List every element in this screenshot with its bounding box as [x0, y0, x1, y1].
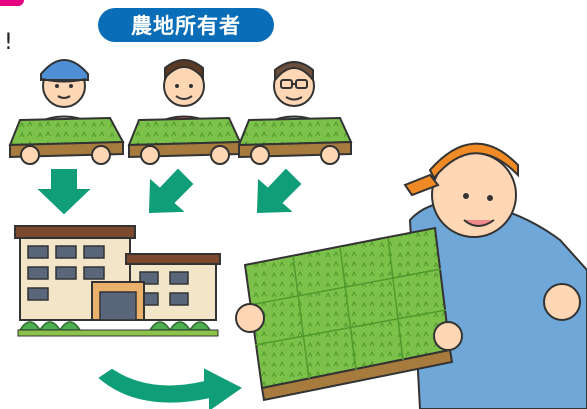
- office-building: [14, 225, 221, 337]
- arrow-owner-3-to-building: [256, 168, 302, 214]
- farmer-head: [403, 142, 519, 238]
- arrow-building-to-farmer: [98, 368, 242, 409]
- farmer: [403, 142, 587, 409]
- hedges: [18, 321, 212, 332]
- exclaim-mark: !: [4, 30, 13, 55]
- arrow-owner-1-to-building: [37, 169, 91, 215]
- owner-1-face: [40, 59, 89, 108]
- farmer-hands: [235, 303, 463, 351]
- farmer-fist: [543, 283, 581, 321]
- owner-2: [127, 59, 242, 165]
- large-grass-tray: [243, 226, 454, 402]
- owner-2-face: [163, 59, 205, 107]
- corner-tab: [0, 0, 24, 6]
- owner-3-grass-tray: [237, 116, 353, 159]
- building-entrance: [91, 281, 145, 321]
- owner-1: [8, 59, 125, 165]
- owners-label-pill: 農地所有者: [98, 8, 274, 42]
- owner-3: [237, 61, 353, 165]
- owner-3-face: [273, 61, 315, 107]
- arrow-owner-2-to-building: [148, 168, 194, 214]
- building-windows: [27, 245, 189, 306]
